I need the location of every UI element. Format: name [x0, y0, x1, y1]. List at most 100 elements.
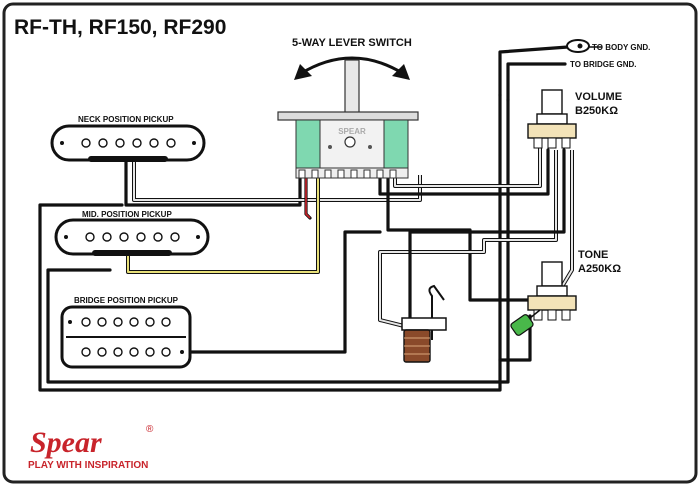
tone-shaft-nut: [536, 285, 568, 297]
bridge-pickup-wire: [188, 230, 382, 354]
switch-lever: [344, 59, 360, 119]
pickup-screw: [64, 235, 68, 239]
jack-ground-wire: [408, 148, 566, 320]
switch-body-right: [383, 119, 409, 169]
switch-terminals: [298, 169, 397, 179]
pole-piece: [115, 138, 125, 148]
pole-piece: [145, 347, 155, 357]
lug-hole: [577, 43, 583, 49]
pickup-screw: [68, 320, 72, 324]
switch-to-volume-wire-a: [393, 148, 542, 188]
tone-label: TONE: [578, 249, 608, 261]
arrow-right-icon: [392, 64, 410, 80]
volume-pot-body: [527, 123, 577, 139]
volume-pot: VOLUME B250KΩ: [527, 89, 622, 149]
volume-lug: [533, 137, 543, 149]
pole-piece: [119, 232, 129, 242]
tone-shaft: [541, 261, 563, 287]
volume-to-tone-wire-in: [559, 150, 573, 291]
bridge-pickup-label: BRIDGE POSITION PICKUP: [74, 296, 179, 305]
logo-tagline: PLAY WITH INSPIRATION: [28, 460, 148, 471]
tone-lug: [561, 309, 571, 321]
arrow-left-icon: [294, 64, 312, 80]
pickup-screw: [180, 350, 184, 354]
ground-wire-inner: [46, 98, 510, 384]
pole-piece: [132, 138, 142, 148]
pole-piece: [81, 347, 91, 357]
neck-pickup-base: [88, 156, 168, 162]
pole-piece: [98, 138, 108, 148]
switch-to-tone-wire: [386, 176, 542, 302]
mid-pickup: MID. POSITION PICKUP: [54, 210, 210, 256]
diagram-title: RF-TH, RF150, RF290: [14, 16, 226, 39]
body-ground-wire: [498, 45, 570, 97]
spear-logo: Spear ® PLAY WITH INSPIRATION: [28, 424, 154, 471]
switch-to-volume-wire-a-in: [394, 148, 541, 187]
mid-pickup-base: [92, 250, 172, 256]
pole-piece: [97, 317, 107, 327]
switch-terminal: [324, 169, 332, 179]
pickup-screw: [60, 141, 64, 145]
pole-piece: [97, 347, 107, 357]
switch-pivot: [344, 136, 356, 148]
switch-terminal: [337, 169, 345, 179]
tone-capacitor: [510, 314, 534, 336]
mid-pickup-label: MID. POSITION PICKUP: [82, 210, 172, 219]
bridge-ground-wire: [506, 62, 567, 102]
switch-red-wire-in: [305, 178, 311, 219]
switch-arc-arrow: [299, 56, 405, 76]
pole-piece: [102, 232, 112, 242]
pole-piece: [129, 317, 139, 327]
volume-label: VOLUME: [575, 91, 622, 103]
neck-pickup-label: NECK POSITION PICKUP: [78, 115, 174, 124]
pole-piece: [136, 232, 146, 242]
neck-pickup-body: [50, 124, 206, 162]
logo-registered: ®: [146, 424, 154, 435]
bridge-pickup: BRIDGE POSITION PICKUP: [60, 296, 192, 369]
switch-label: 5-WAY LEVER SWITCH: [292, 37, 412, 49]
volume-lug: [561, 137, 571, 149]
bridge-ground-label: TO BRIDGE GND.: [570, 60, 637, 69]
pickup-screw: [196, 235, 200, 239]
pole-piece: [161, 317, 171, 327]
jack-body: [401, 317, 447, 331]
switch-mount-plate: [277, 111, 419, 121]
pole-piece: [170, 232, 180, 242]
tone-lug: [547, 309, 557, 321]
switch-terminal: [363, 169, 371, 179]
tone-ground-wire: [498, 314, 532, 362]
switch-to-volume-wire-b: [378, 148, 550, 196]
tone-pot-body: [527, 295, 577, 311]
switch-terminal: [298, 169, 306, 179]
body-ground-label: TO BODY GND.: [592, 43, 650, 52]
tone-value: A250KΩ: [578, 263, 621, 275]
volume-shaft-nut: [536, 113, 568, 125]
volume-value: B250KΩ: [575, 105, 618, 117]
capacitor-lead: [529, 309, 541, 319]
pole-piece: [85, 232, 95, 242]
mid-pickup-wire-yellow-in: [127, 178, 319, 273]
jack-spring-contact: [428, 284, 445, 340]
jack-hot-wire-in: [379, 150, 557, 331]
switch-terminal: [350, 169, 358, 179]
pole-piece: [166, 138, 176, 148]
mid-pickup-body: [54, 218, 210, 256]
pole-piece: [81, 138, 91, 148]
neck-pickup: NECK POSITION PICKUP: [50, 115, 206, 162]
wires: [38, 45, 574, 392]
switch-terminal: [389, 169, 397, 179]
logo-brand: Spear: [30, 426, 102, 459]
pole-piece: [81, 317, 91, 327]
five-way-switch: 5-WAY LEVER SWITCH SPEAR: [277, 37, 419, 179]
switch-brand-text: SPEAR: [338, 127, 366, 136]
pole-piece: [153, 232, 163, 242]
pole-piece: [113, 317, 123, 327]
volume-lug: [547, 137, 557, 149]
pole-piece: [149, 138, 159, 148]
neck-pickup-wire: [124, 158, 302, 207]
switch-screw-right: [368, 145, 372, 149]
output-jack: [401, 284, 447, 363]
ground-lugs: TO BODY GND. TO BRIDGE GND.: [566, 39, 650, 69]
pole-piece: [161, 347, 171, 357]
